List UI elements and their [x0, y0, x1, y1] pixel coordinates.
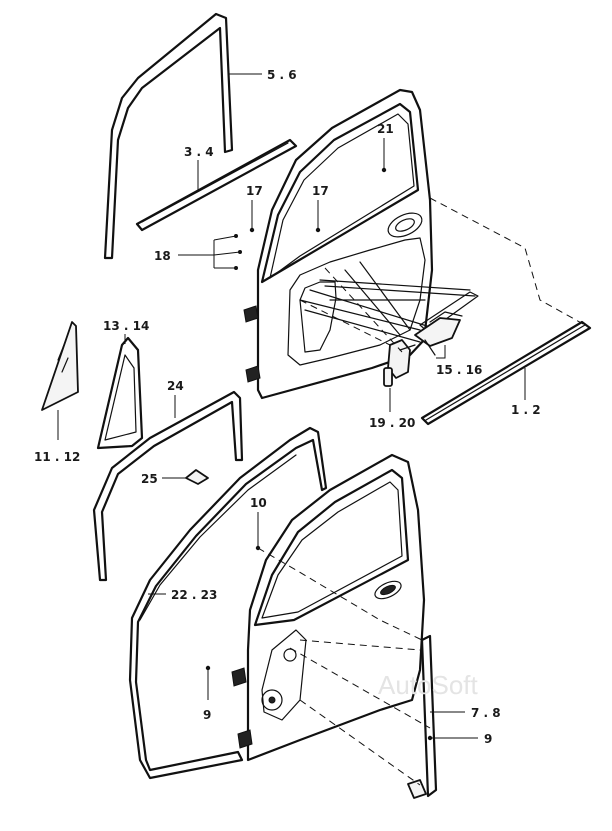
label-18: 18 [154, 249, 171, 263]
label-7-8: 7 . 8 [471, 706, 501, 720]
upper-window-channel [103, 12, 234, 260]
reference-lines-upper [299, 197, 586, 353]
label-9-a: 9 [203, 708, 211, 722]
label-13-14: 13 . 14 [103, 319, 149, 333]
watermark-text: AutoSoft [378, 670, 479, 700]
upper-door-assembly [243, 88, 476, 400]
label-19-20: 19 . 20 [369, 416, 415, 430]
label-25: 25 [141, 472, 158, 486]
label-15-16: 15 . 16 [436, 363, 482, 377]
label-17-a: 17 [246, 184, 263, 198]
label-21: 21 [377, 122, 394, 136]
label-17-b: 17 [312, 184, 329, 198]
reference-lines-lower [257, 547, 431, 786]
quarter-glass [41, 321, 79, 411]
belt-molding-strip [135, 138, 298, 232]
leader-lines [57, 73, 526, 739]
label-22-23: 22 . 23 [171, 588, 217, 602]
rear-run-channel [407, 634, 438, 799]
door-lock-assembly [383, 339, 416, 387]
label-3-4: 3 . 4 [184, 145, 214, 159]
leader-dots [205, 167, 433, 741]
label-11-12: 11 . 12 [34, 450, 80, 464]
quarter-glass-frame [96, 336, 144, 450]
window-outer-seal [92, 390, 244, 582]
window-regulator-motor [414, 291, 479, 356]
label-10: 10 [250, 496, 267, 510]
label-9-b: 9 [484, 732, 492, 746]
label-5-6: 5 . 6 [267, 68, 297, 82]
label-24: 24 [167, 379, 184, 393]
trim-clip [185, 469, 209, 485]
label-1-2: 1 . 2 [511, 403, 541, 417]
callout-labels: 5 . 6 3 . 4 17 17 21 18 13 . 14 11 . 12 … [34, 68, 541, 746]
door-weatherstrip [420, 320, 592, 426]
lower-door-panel [231, 453, 426, 762]
door-frame-seal [128, 426, 328, 780]
